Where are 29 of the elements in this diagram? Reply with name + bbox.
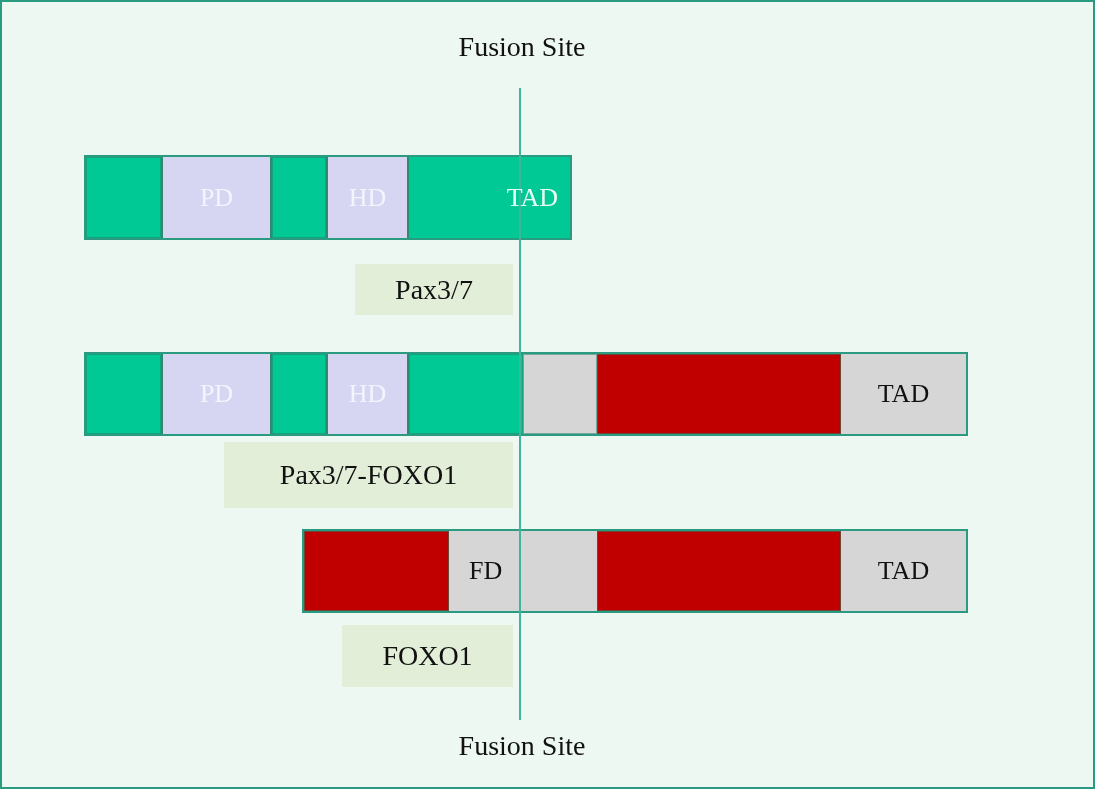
domain-segment <box>326 354 409 434</box>
domain-segment <box>86 157 161 238</box>
protein-bar <box>84 352 968 436</box>
domain-segment <box>409 354 523 434</box>
domain-segment <box>161 157 272 238</box>
domain-segment <box>326 157 409 238</box>
domain-segment <box>272 157 326 238</box>
protein-bar <box>302 529 968 613</box>
protein-name-label: FOXO1 <box>342 625 513 687</box>
domain-segment <box>449 531 597 611</box>
domain-segment <box>161 354 272 434</box>
protein-name-label: Pax3/7-FOXO1 <box>224 442 513 508</box>
domain-label: TAD <box>506 182 558 213</box>
domain-segment <box>523 354 597 434</box>
domain-segment <box>272 354 326 434</box>
fusion-site-label: Fusion Site <box>457 729 587 763</box>
domain-label: FD <box>469 556 503 586</box>
fusion-site-label: Fusion Site <box>457 30 587 64</box>
domain-segment <box>841 354 966 434</box>
domain-segment <box>409 157 570 238</box>
domain-segment <box>597 354 841 434</box>
domain-segment <box>304 531 449 611</box>
protein-bar <box>84 155 572 240</box>
domain-segment <box>841 531 966 611</box>
domain-segment <box>597 531 841 611</box>
domain-label: TAD <box>877 556 930 586</box>
domain-segment <box>86 354 161 434</box>
protein-name-label: Pax3/7 <box>355 264 513 315</box>
domain-label: TAD <box>877 379 930 409</box>
